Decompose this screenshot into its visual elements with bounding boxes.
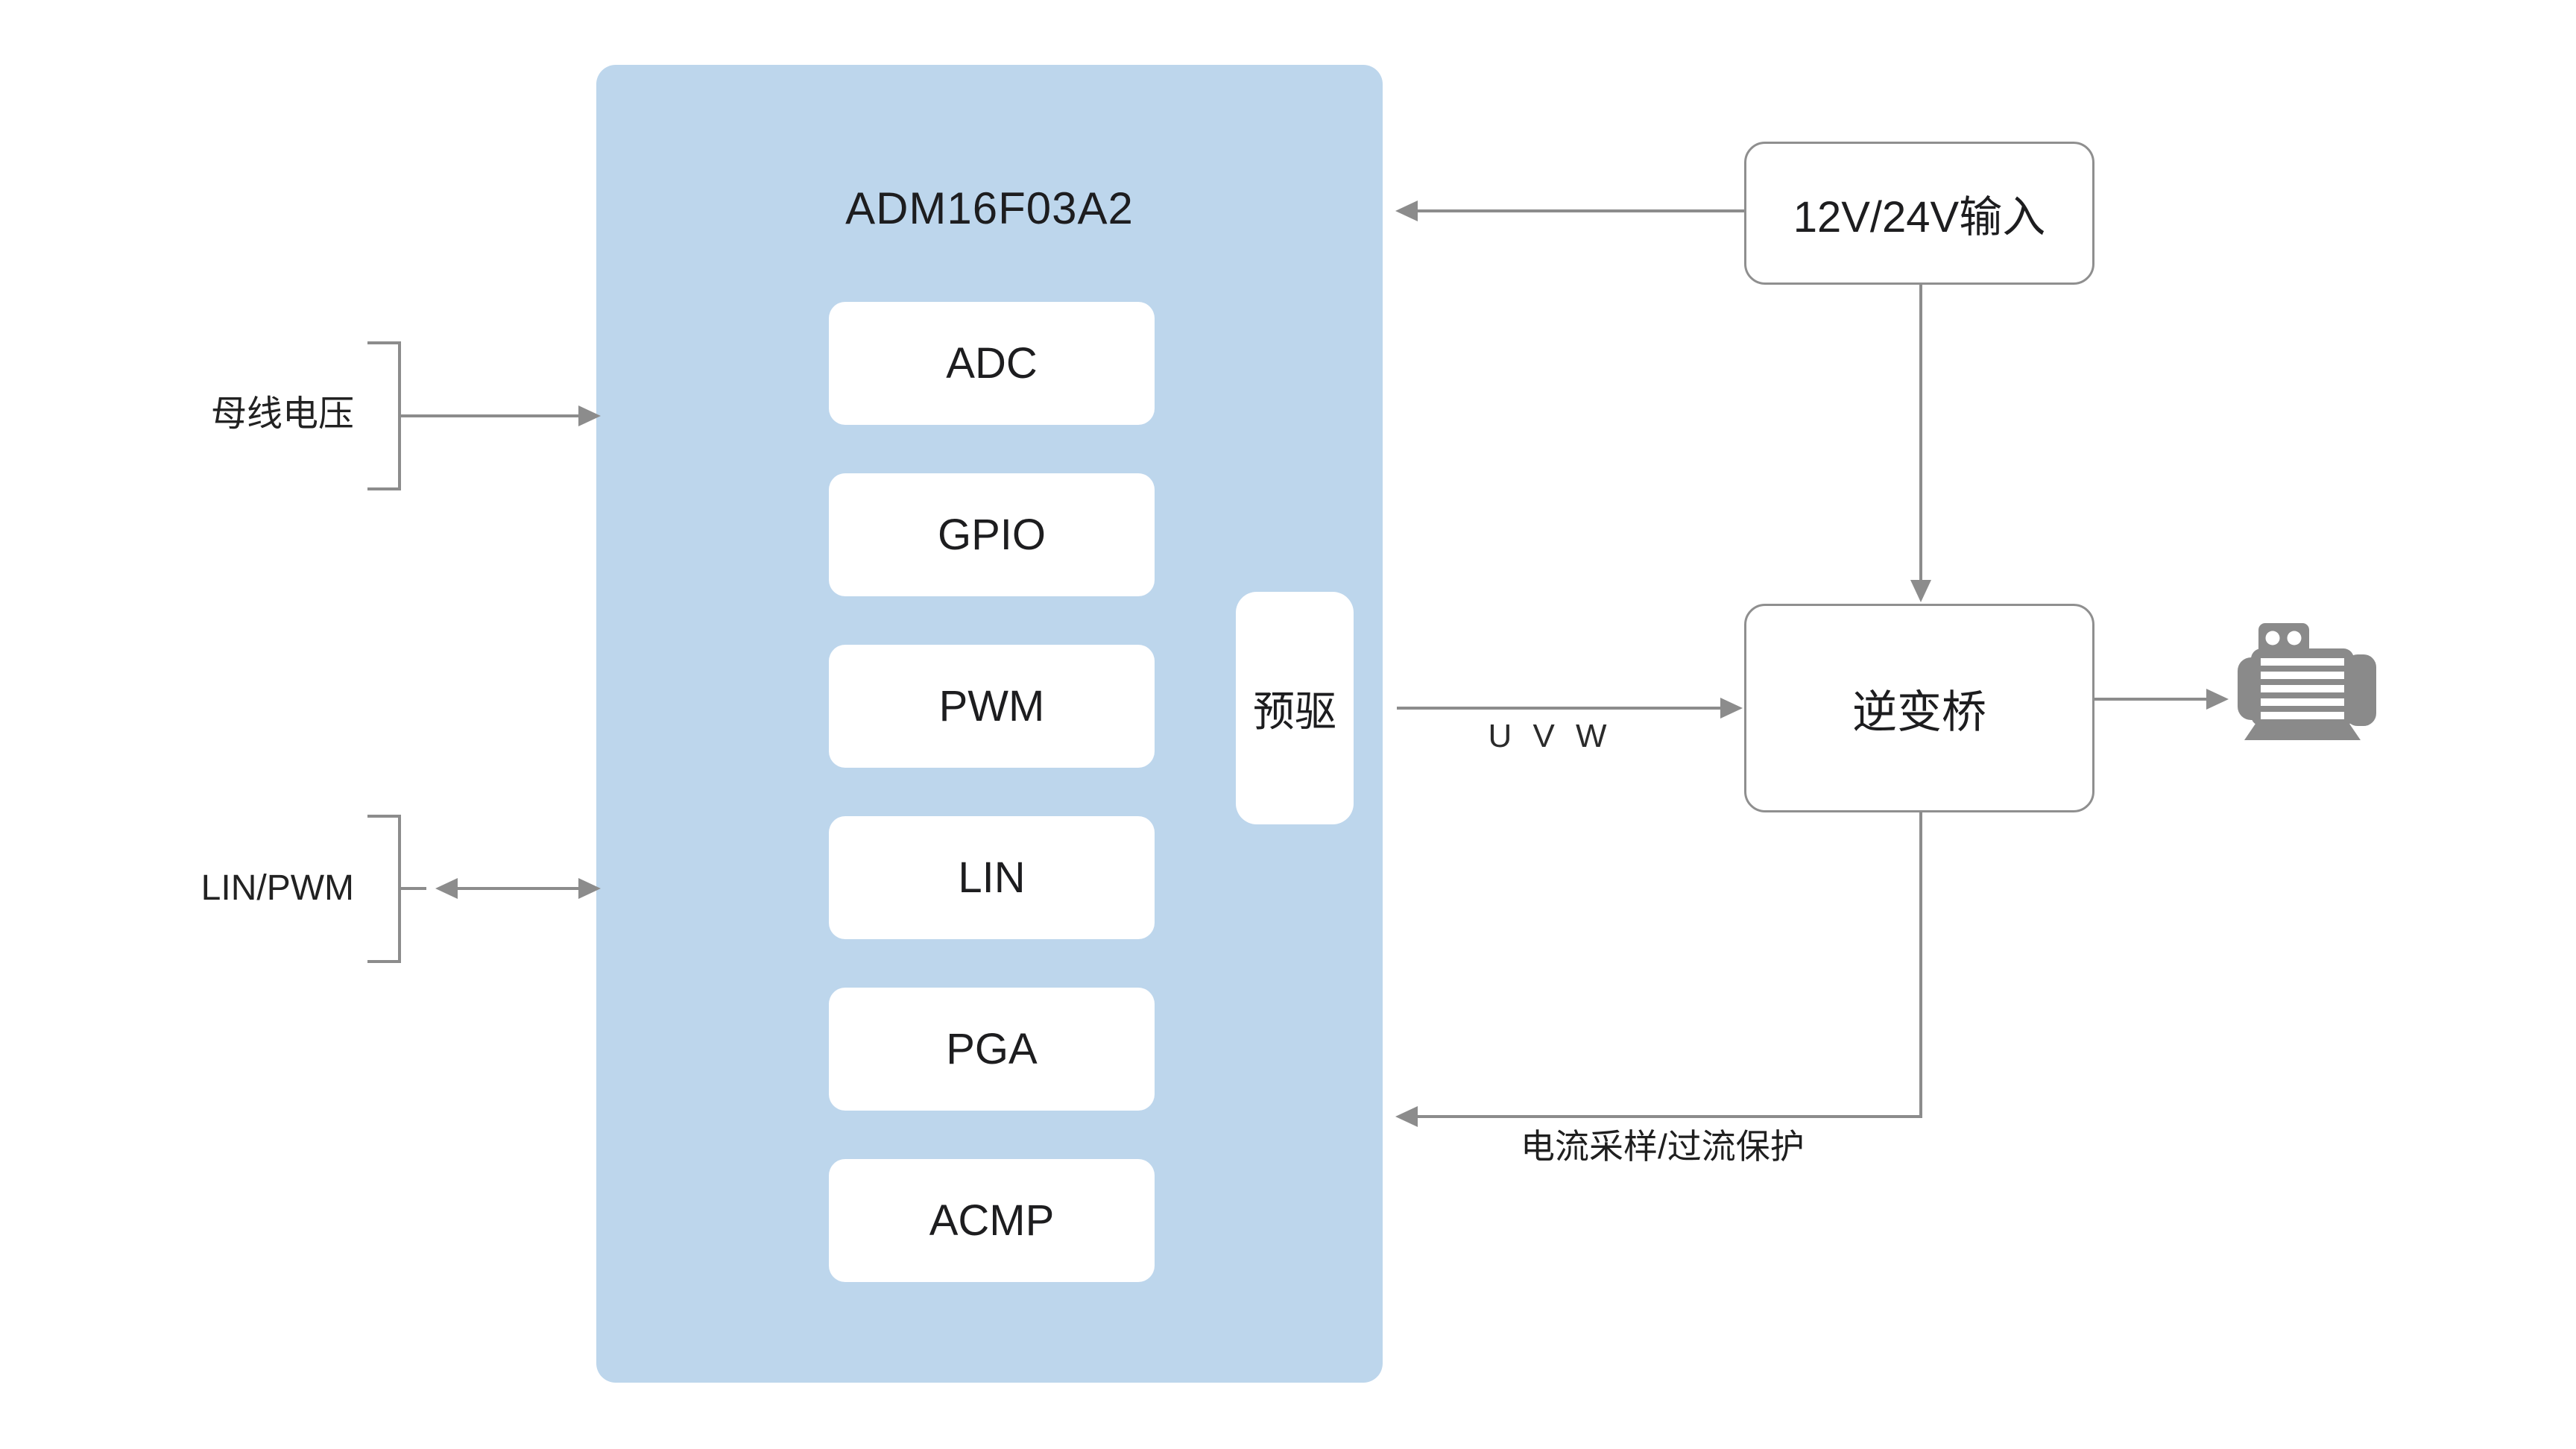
predriver-block: 预驱 [1236,592,1354,824]
inverter-to-motor-arrow [2094,689,2229,710]
peripheral-block-pwm: PWM [829,645,1155,768]
inverter-bridge-box: 逆变桥 [1744,604,2094,812]
power-to-inverter-arrow [1910,285,1931,602]
bus-voltage-arrow [400,405,601,426]
peripheral-block-adc: ADC [829,302,1155,425]
bus-voltage-bracket [367,341,401,490]
peripheral-block-pga: PGA [829,988,1155,1111]
power-input-box: 12V/24V输入 [1744,142,2094,285]
lin-pwm-bracket [367,815,401,963]
peripheral-block-gpio: GPIO [829,473,1155,596]
power-to-chip-arrow [1395,201,1744,221]
lin-pwm-label: LIN/PWM [201,868,354,908]
uvw-arrow [1397,698,1743,719]
chip-title: ADM16F03A2 [845,183,1134,233]
uvw-phase-label: U V W [1488,718,1613,754]
motor-icon [2238,623,2376,740]
current-feedback-label: 电流采样/过流保护 [1521,1127,1805,1166]
peripheral-block-acmp: ACMP [829,1159,1155,1282]
current-feedback-arrow [1395,812,1922,1127]
bus-voltage-label: 母线电压 [210,394,354,434]
peripheral-block-lin: LIN [829,816,1155,939]
lin-pwm-bidirectional-arrow [400,878,601,899]
